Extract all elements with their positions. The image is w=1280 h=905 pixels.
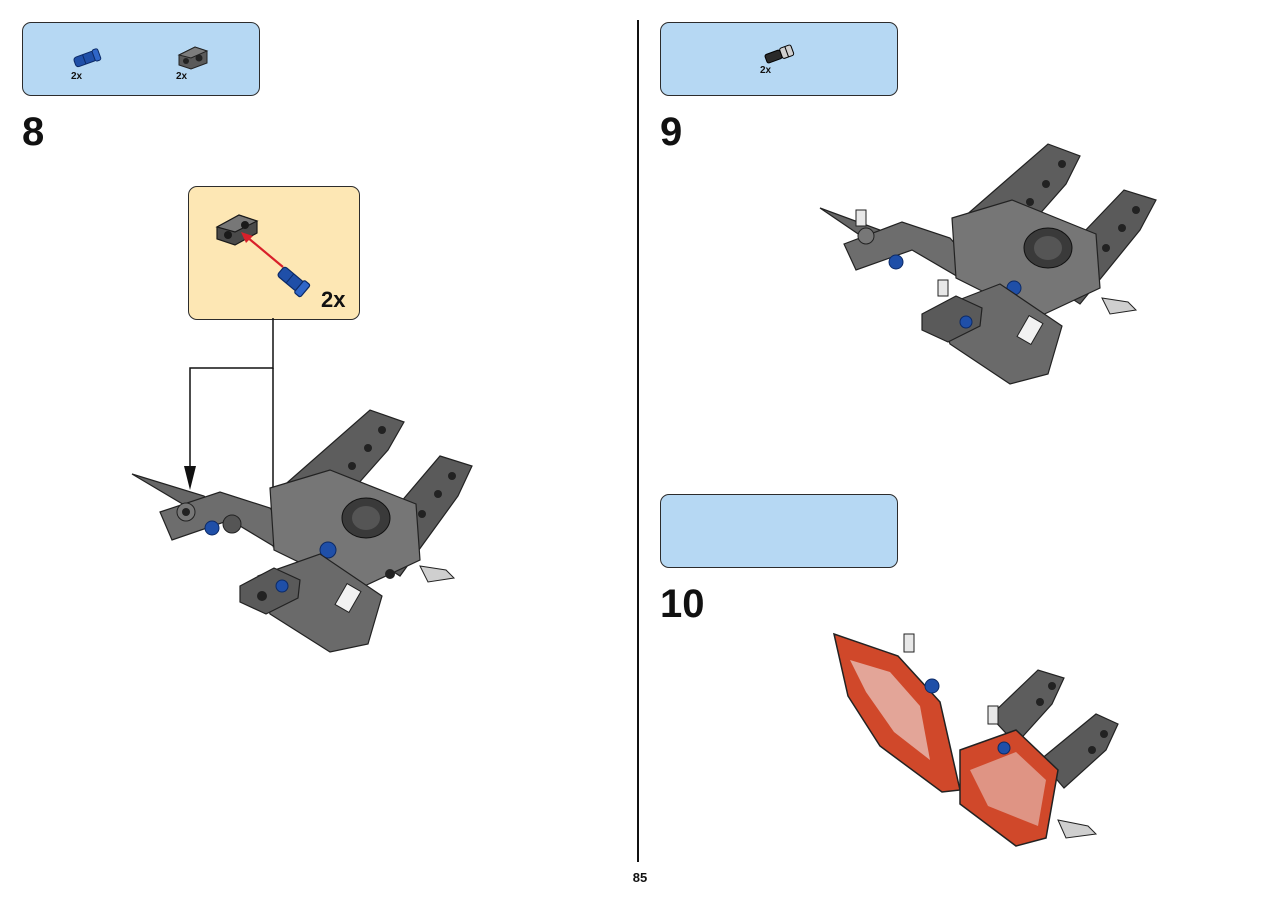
- step-9-model-illustration: [819, 143, 1157, 385]
- subassembly-quantity: 2x: [321, 287, 346, 312]
- page-divider: [637, 20, 639, 862]
- step-8-parts-box: 2x 2x: [22, 22, 260, 96]
- blue-connector-pin-icon: [277, 266, 311, 298]
- step-10-model-illustration: [832, 632, 1119, 847]
- part-quantity: 2x: [760, 65, 772, 76]
- subassembly-callout: 2x: [188, 186, 360, 320]
- part-quantity: 2x: [71, 71, 83, 82]
- step-9-parts-box: 2x: [660, 22, 898, 96]
- blue-connector-pin-icon: [73, 48, 102, 68]
- step-number: 10: [660, 582, 705, 626]
- dark-gray-cross-block-icon: [177, 46, 209, 70]
- step-number: 9: [660, 110, 683, 154]
- step-8-model-illustration: [131, 409, 473, 653]
- part-quantity: 2x: [176, 71, 188, 82]
- page-number: 85: [632, 870, 648, 885]
- dark-axle-pin-icon: [764, 44, 795, 64]
- step-10-parts-box: [660, 494, 898, 568]
- step-number: 8: [22, 110, 45, 154]
- insert-arrow-icon: [241, 232, 284, 268]
